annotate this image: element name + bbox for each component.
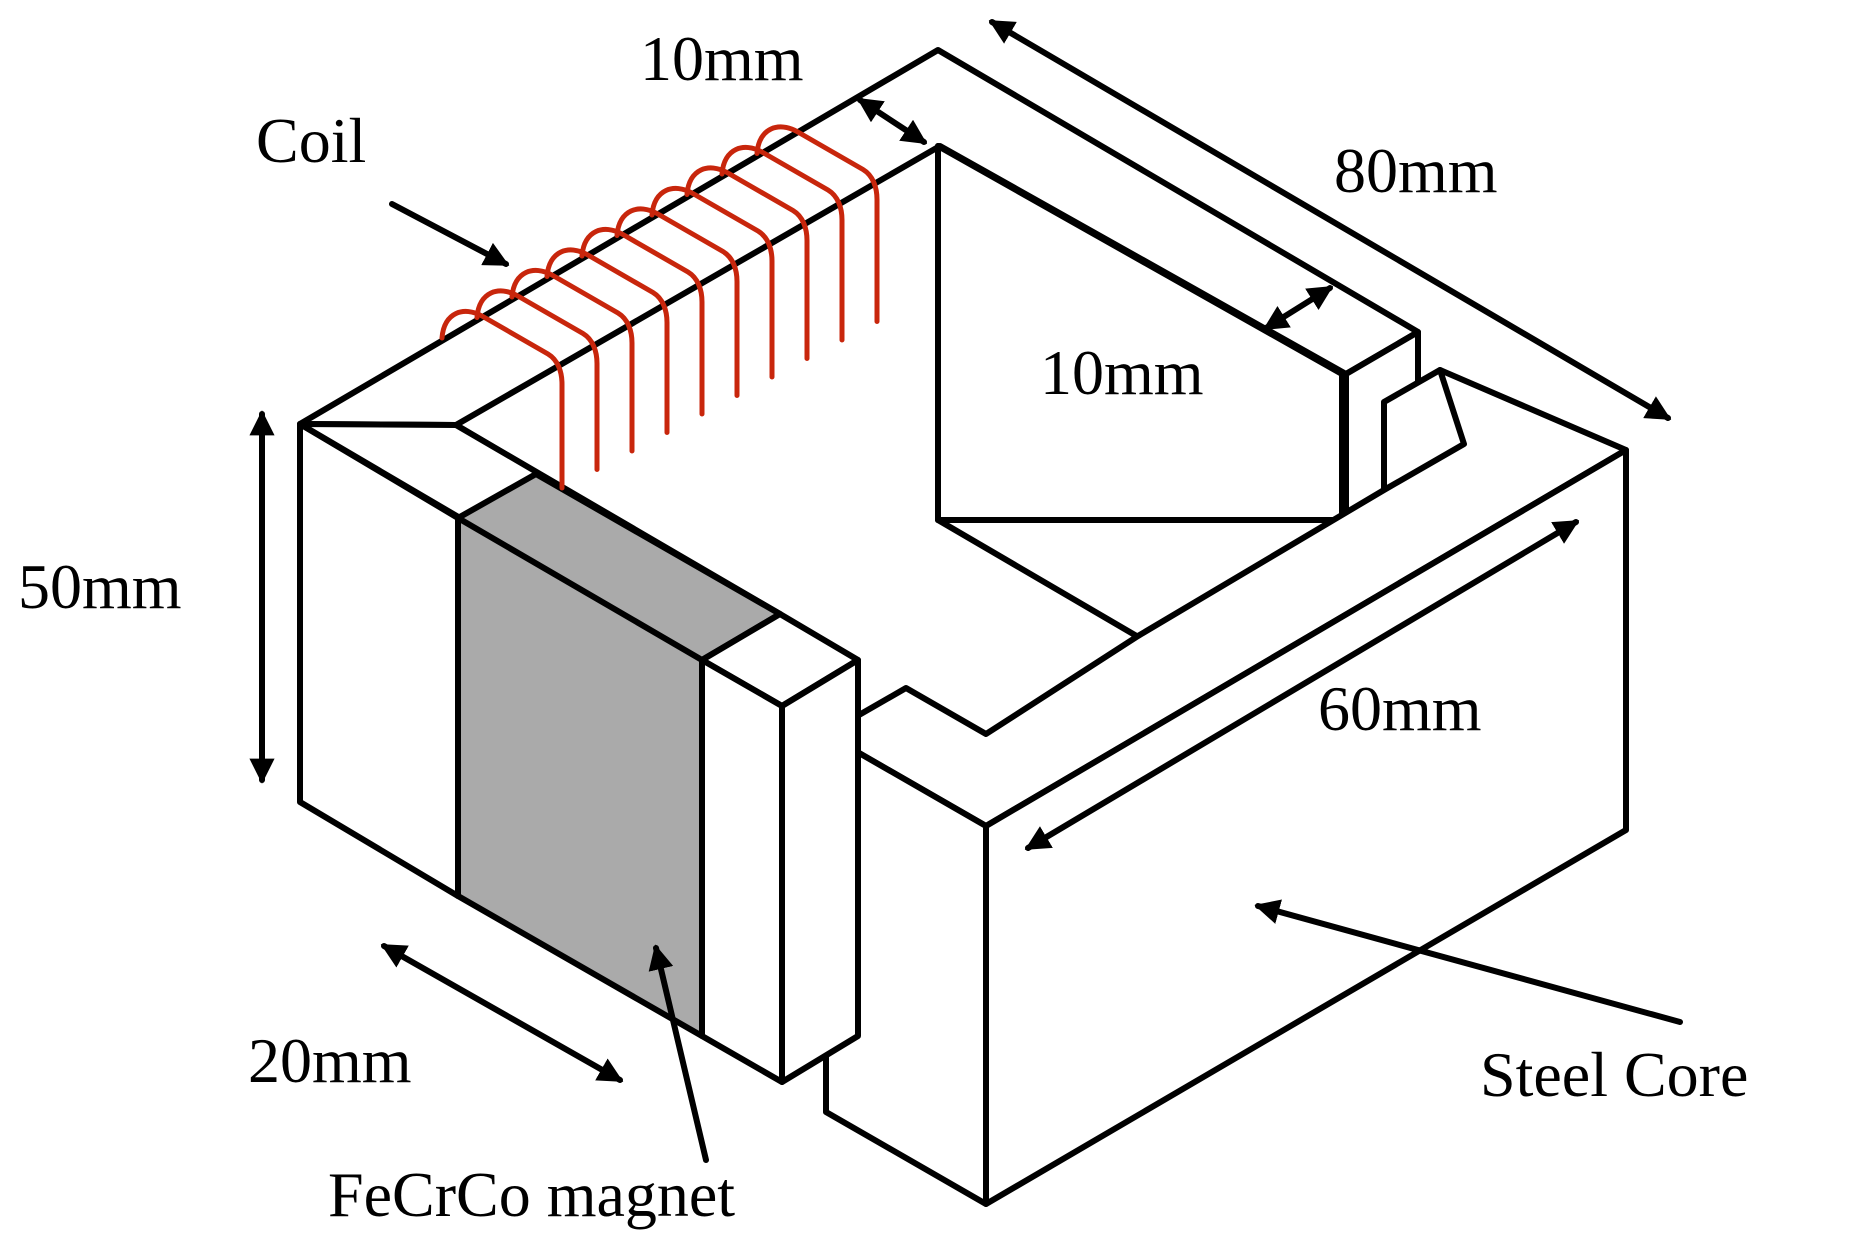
magnet-label: FeCrCo magnet	[328, 1159, 735, 1230]
spacer-side-face	[779, 657, 861, 1085]
coil-turn	[649, 185, 775, 380]
coil-turn	[684, 165, 810, 361]
coil-turn	[579, 226, 705, 417]
dimension-arrows	[249, 19, 1683, 1163]
coil-winding	[439, 124, 880, 491]
coil-pointer-arrow	[389, 201, 510, 267]
coil-turn	[439, 308, 565, 491]
left-block	[297, 421, 861, 1085]
core-label: Steel Core	[1480, 1039, 1748, 1110]
coil-turn	[719, 144, 845, 343]
coil-label: Coil	[256, 105, 366, 176]
magnet-pointer-arrow	[648, 944, 709, 1163]
magnet-width-dimension-arrow	[380, 943, 624, 1083]
inner-length-label: 60mm	[1318, 673, 1482, 744]
coil-turn	[754, 124, 880, 324]
coil-turn	[474, 288, 600, 472]
total-length-label: 80mm	[1334, 135, 1498, 206]
text-labels: Coil 10mm 80mm 10mm 50mm 60mm 20mm FeCrC…	[18, 23, 1748, 1230]
core-pointer-arrow	[1254, 899, 1683, 1025]
total-length-dimension-arrow	[988, 19, 1672, 421]
magnet-top-edge	[455, 515, 705, 663]
top-gap-dimension-arrow	[856, 97, 928, 145]
height-label: 50mm	[18, 551, 182, 622]
spacer-front-face	[699, 657, 785, 1085]
top-gap-label: 10mm	[640, 23, 804, 94]
coil-turn	[544, 247, 670, 435]
arm-width-dimension-arrow	[1262, 285, 1334, 331]
inner-length-dimension-arrow	[1024, 519, 1580, 851]
coil-turn	[509, 267, 635, 454]
inner-floor-edge	[935, 517, 1143, 641]
magnet-width-label: 20mm	[248, 1025, 412, 1096]
coil-turn	[614, 206, 740, 398]
arm-width-label: 10mm	[1040, 337, 1204, 408]
